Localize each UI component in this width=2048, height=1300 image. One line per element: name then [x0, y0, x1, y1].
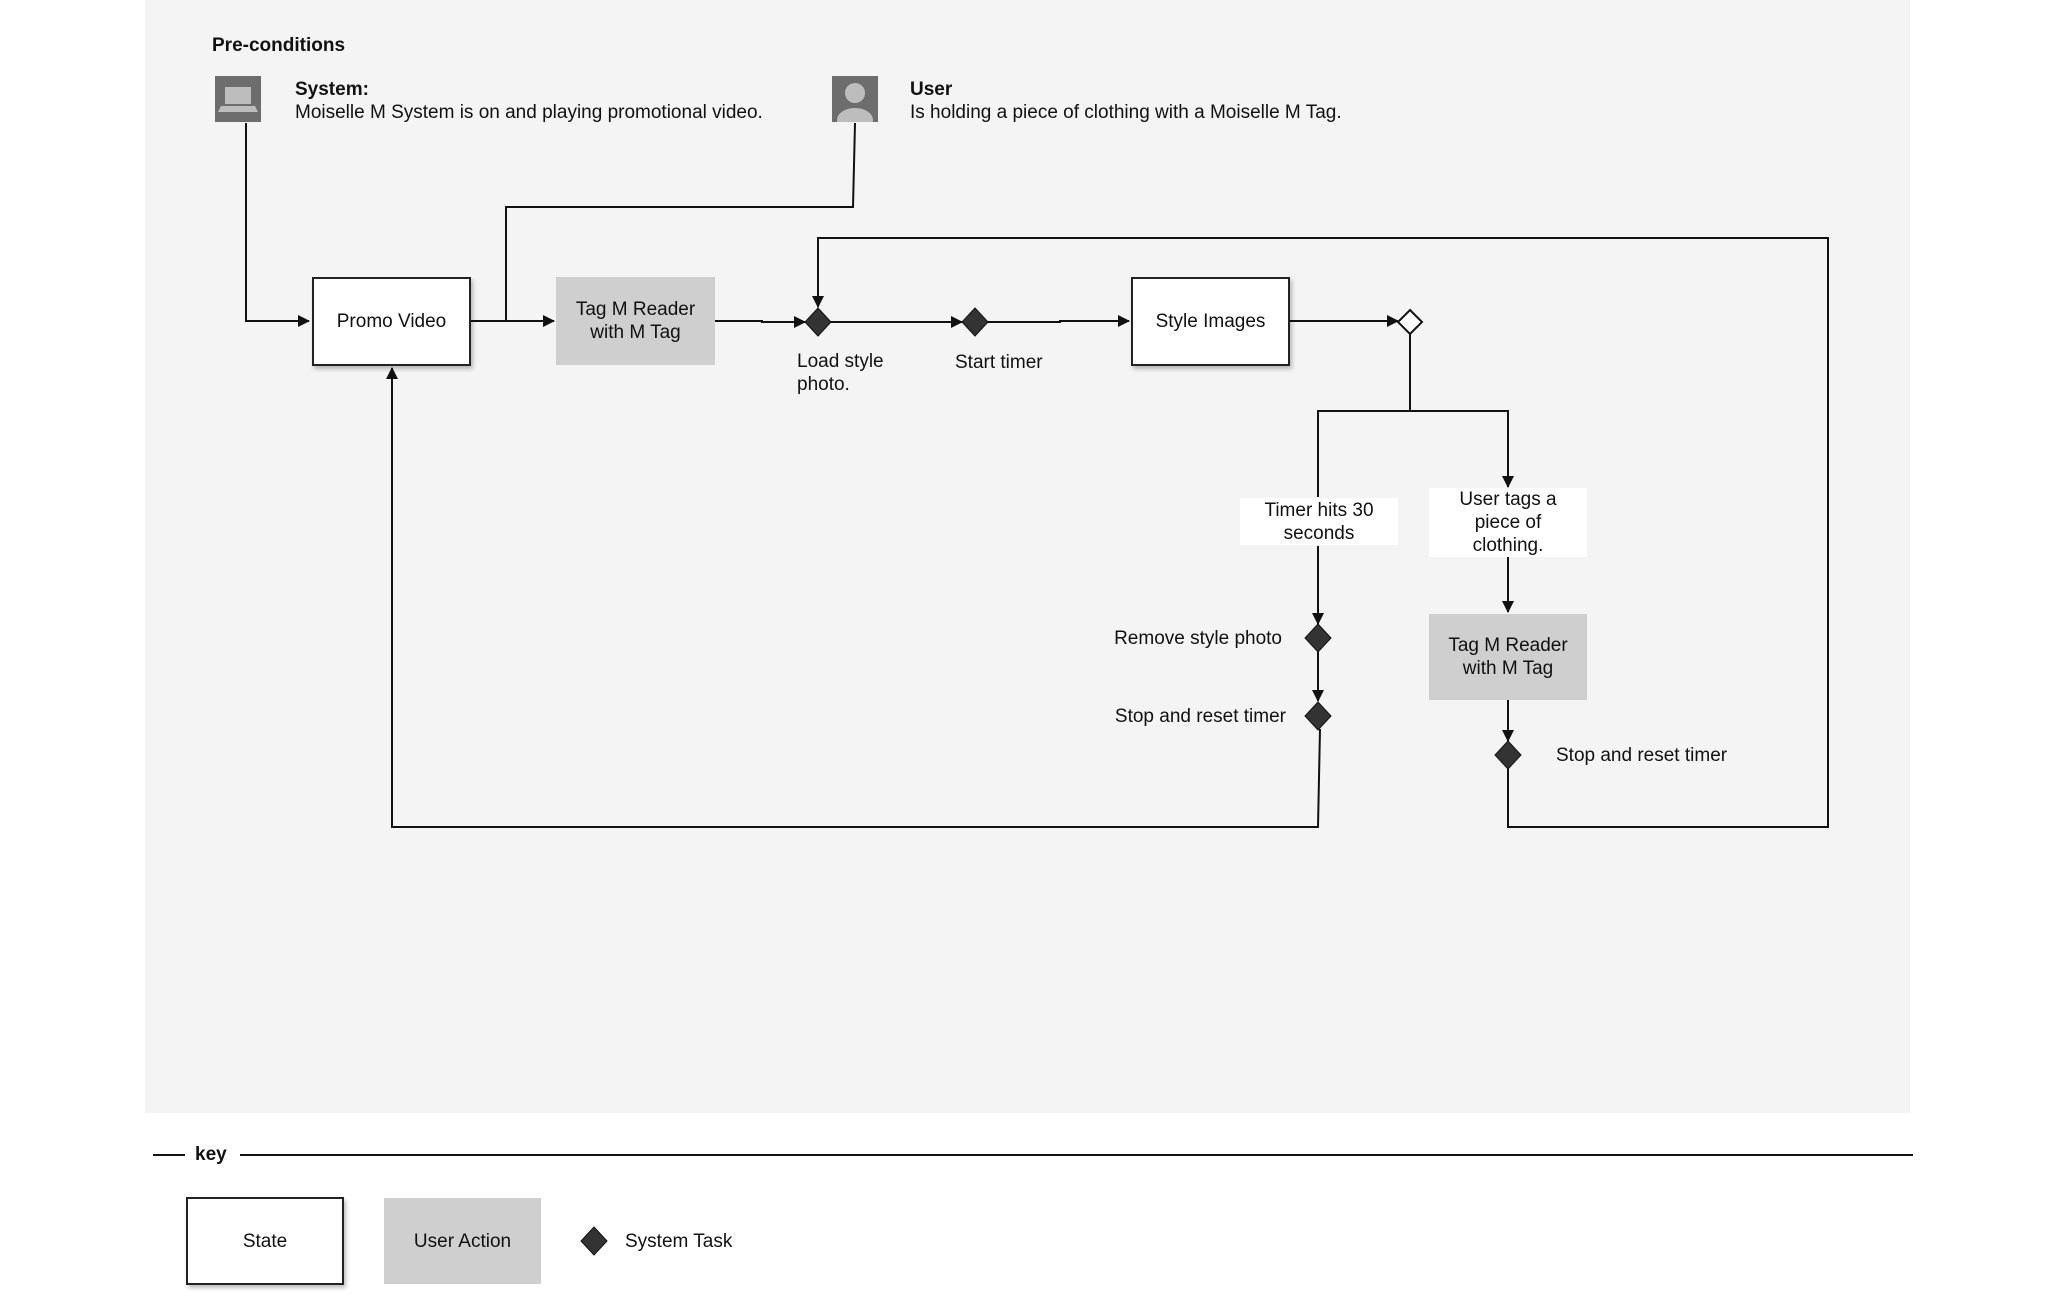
state-style-images: Style Images	[1131, 277, 1290, 366]
state-promo-video: Promo Video	[312, 277, 471, 366]
label-remove-style-photo: Remove style photo	[1114, 628, 1282, 649]
user-action-tag-reader-2: Tag M Reader with M Tag	[1429, 614, 1587, 700]
decision-branch	[1396, 308, 1424, 336]
connector-user-to-flow	[505, 122, 856, 321]
label-load-style-photo: Load style photo.	[797, 351, 884, 395]
user-text: Is holding a piece of clothing with a Mo…	[910, 102, 1342, 123]
system-task-remove-photo	[1304, 623, 1332, 653]
label-stop-reset-left: Stop and reset timer	[1114, 706, 1286, 727]
key-system-task-diamond	[580, 1226, 608, 1256]
preconditions-heading: Pre-conditions	[212, 35, 346, 56]
user-avatar-icon	[832, 76, 878, 122]
system-task-start-timer	[961, 307, 989, 337]
connector-branch-split	[1317, 334, 1411, 497]
connector-tagreader-to-load	[715, 316, 806, 328]
condition-timer-hits: Timer hits 30 seconds	[1240, 498, 1398, 545]
key-user-action: User Action	[384, 1198, 541, 1284]
condition-timer-hits-label: Timer hits 30 seconds	[1264, 499, 1374, 544]
key-title: key	[195, 1144, 227, 1165]
user-action-tag-reader-1-label: Tag M Reader with M Tag	[575, 299, 696, 343]
system-task-stop-reset-right	[1494, 740, 1522, 770]
state-style-images-label: Style Images	[1155, 311, 1266, 332]
label-stop-reset-right: Stop and reset timer	[1556, 745, 1728, 766]
user-action-tag-reader-1: Tag M Reader with M Tag	[556, 277, 715, 365]
label-start-timer: Start timer	[955, 352, 1043, 373]
state-promo-video-label: Promo Video	[336, 311, 447, 332]
connector-stop-loop-to-load	[812, 237, 1829, 828]
connector-start-to-style	[987, 315, 1130, 327]
laptop-icon	[215, 76, 261, 122]
system-title: System:	[295, 79, 369, 100]
key-user-action-label: User Action	[413, 1230, 512, 1252]
key-system-task-label: System Task	[625, 1231, 733, 1252]
system-task-load-style	[804, 307, 832, 337]
system-task-stop-reset-left	[1304, 701, 1332, 731]
diagram-panel	[145, 0, 1910, 1113]
key-state: State	[186, 1197, 344, 1285]
condition-user-tags: User tags a piece of clothing.	[1429, 488, 1587, 557]
condition-user-tags-label: User tags a piece of clothing.	[1459, 489, 1557, 556]
key-state-label: State	[242, 1230, 288, 1252]
connector-system-to-promo	[245, 123, 310, 327]
system-text: Moiselle M System is on and playing prom…	[295, 102, 763, 123]
user-action-tag-reader-2-label: Tag M Reader with M Tag	[1448, 635, 1568, 679]
user-title: User	[910, 79, 953, 100]
connector-stop-to-promo	[386, 367, 1321, 828]
connector-branch-to-usertags	[1410, 410, 1514, 488]
